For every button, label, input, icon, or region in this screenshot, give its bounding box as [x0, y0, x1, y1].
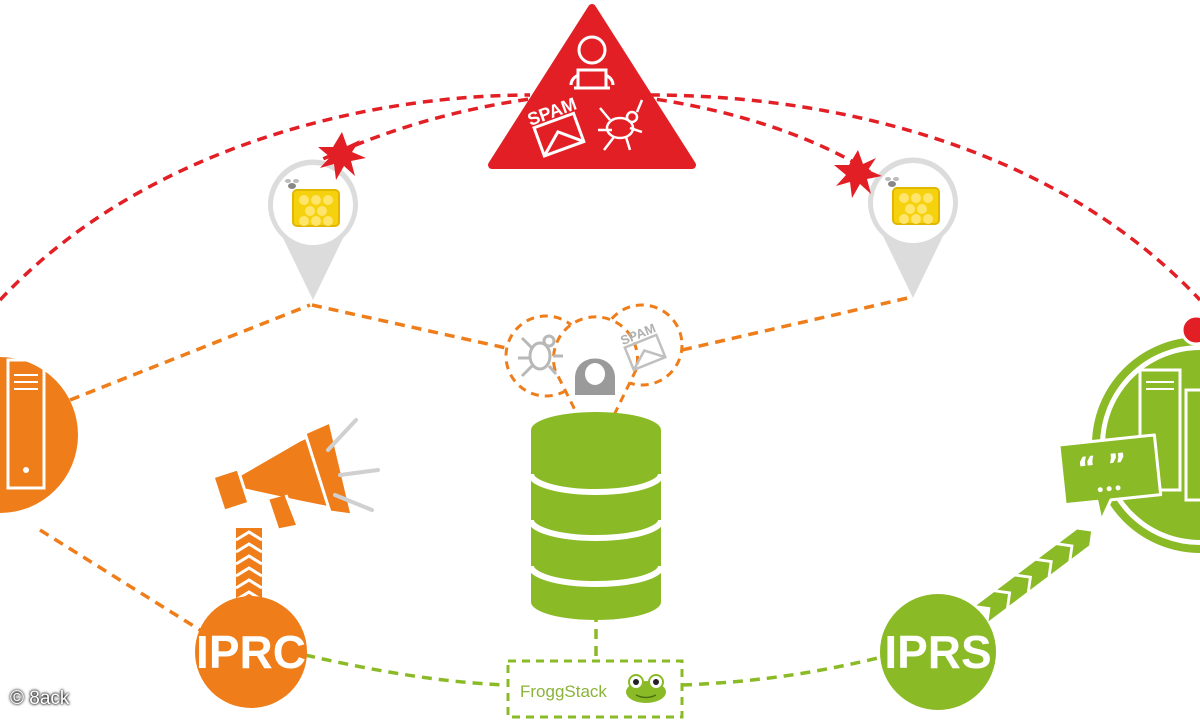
link-honeypot-to-server [69, 303, 311, 402]
bee-icon [285, 179, 299, 189]
blocked-burst-icon [318, 132, 366, 180]
hacker-icon [575, 358, 615, 395]
link-iprc-to-froggstack [304, 653, 506, 687]
speech-bubble-dots: ••• [1095, 481, 1123, 500]
threat-warning: SPAM [488, 4, 696, 169]
speech-bubble-icon: “ ” ••• [1057, 433, 1163, 523]
speech-bubble-quotes: “ ” [1076, 447, 1129, 487]
link-froggstack-to-iprs [681, 655, 883, 687]
attack-path-outer [0, 93, 1200, 302]
link-honeypot-to-center [311, 303, 516, 352]
frog-icon [626, 674, 666, 703]
copyright-watermark: © 8ack [10, 688, 70, 709]
link-center-to-honeypot-right [681, 295, 913, 352]
link-server-to-iprc [39, 528, 201, 632]
bug-icon [598, 99, 644, 151]
bee-icon [885, 177, 899, 187]
honeycomb-icon [292, 189, 340, 227]
chevron-arrow-icon [976, 529, 1092, 622]
server-node-green [1092, 314, 1200, 553]
server-node-orange [0, 357, 78, 513]
honeypot-left [268, 132, 366, 300]
database-icon [528, 412, 664, 620]
froggstack-box: FroggStack [506, 659, 684, 719]
attack-path-left-honeypot [299, 95, 546, 172]
server-icon [6, 358, 46, 490]
iprc-node: IPRC [195, 596, 307, 708]
hacker-icon [569, 35, 615, 90]
blocked-burst-icon [834, 150, 882, 198]
megaphone-icon [211, 418, 380, 602]
connection-lines [0, 93, 1200, 687]
iprc-label: IPRC [196, 626, 306, 678]
iprs-node: IPRS [880, 594, 996, 710]
froggstack-label: FroggStack [520, 682, 607, 701]
bug-icon [518, 334, 563, 378]
iprs-label: IPRS [884, 626, 991, 678]
honeycomb-icon [892, 187, 940, 225]
attack-path-right-honeypot [639, 95, 871, 174]
honeypot-right [834, 150, 959, 298]
